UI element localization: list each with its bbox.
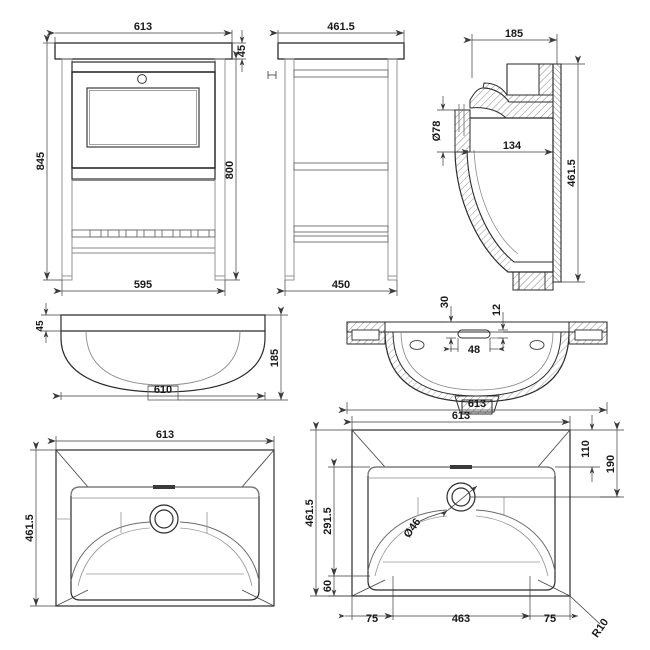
dim-label-r10-plan-right: R10 bbox=[590, 617, 611, 640]
dim-label-d46-plan-right: Ø46 bbox=[402, 516, 424, 540]
dim-label-12-rear: 12 bbox=[491, 304, 503, 316]
dim-30-rear bbox=[446, 306, 456, 352]
dim-label-48-rear: 48 bbox=[468, 344, 480, 356]
dim-label-75-left-plan-right: 75 bbox=[366, 613, 378, 625]
dim-d78-section bbox=[437, 96, 457, 166]
dim-label-134-section: 134 bbox=[503, 140, 522, 152]
dimension-labels: 613 45 845 800 595 461.5 450 185 Ø78 134… bbox=[24, 21, 617, 640]
dim-label-800-front: 800 bbox=[224, 161, 236, 179]
view-basin-section-side bbox=[437, 34, 585, 291]
dim-label-613-rear: 613 bbox=[468, 398, 486, 410]
dim-48-rear bbox=[443, 338, 505, 352]
view-front-elevation bbox=[43, 29, 246, 296]
dim-185-basin bbox=[178, 306, 288, 401]
dim-label-461p5-section: 461.5 bbox=[566, 159, 578, 187]
dim-label-45-front: 45 bbox=[236, 45, 248, 57]
dim-label-d78-section: Ø78 bbox=[431, 121, 443, 142]
view-basin-front-elevation bbox=[41, 303, 288, 401]
dim-d46-leader bbox=[419, 485, 478, 522]
dim-461p5-section bbox=[561, 55, 585, 283]
dim-label-190-plan-right: 190 bbox=[605, 455, 617, 473]
dim-label-75-right-plan-right: 75 bbox=[544, 613, 556, 625]
dim-45-basin bbox=[41, 303, 63, 343]
dim-label-461p5-plan-right: 461.5 bbox=[304, 499, 316, 527]
dim-label-60-plan-right: 60 bbox=[322, 580, 334, 592]
view-basin-plan-left bbox=[30, 436, 275, 607]
dim-label-110-plan-right: 110 bbox=[580, 440, 592, 458]
dim-label-595-front: 595 bbox=[134, 279, 152, 291]
dim-613-front bbox=[46, 29, 233, 45]
dim-label-291p5-plan-right: 291.5 bbox=[322, 507, 334, 535]
dim-label-185-basin: 185 bbox=[269, 349, 281, 367]
view-basin-plan-right bbox=[310, 415, 624, 625]
dim-label-610-basin: 610 bbox=[154, 384, 172, 396]
dim-461p5-plan-left bbox=[30, 441, 58, 607]
dim-450-side bbox=[276, 280, 398, 296]
dim-610-basin bbox=[52, 392, 266, 400]
dim-label-45-basin: 45 bbox=[35, 320, 46, 332]
dim-marker-side-top bbox=[267, 71, 277, 79]
dim-label-613-front: 613 bbox=[134, 21, 152, 33]
view-side-elevation bbox=[267, 29, 405, 296]
dim-291p5-plan-right bbox=[328, 458, 370, 577]
dim-r10-leader bbox=[569, 595, 601, 625]
shelf-slats bbox=[89, 229, 210, 238]
dim-45-front bbox=[232, 30, 246, 72]
tap-hole-right-icon bbox=[529, 340, 545, 350]
dim-613-plan-left bbox=[47, 436, 275, 452]
dim-12-rear bbox=[498, 312, 508, 350]
dim-190-plan-right bbox=[600, 421, 624, 498]
dim-label-450-side: 450 bbox=[332, 279, 350, 291]
dim-label-845-front: 845 bbox=[35, 152, 47, 170]
dim-461p5-side bbox=[269, 29, 405, 45]
dim-label-461p5-plan-left: 461.5 bbox=[24, 514, 36, 542]
dim-595-front bbox=[53, 280, 226, 296]
dim-label-30-rear: 30 bbox=[439, 296, 451, 308]
drawer-knob-icon bbox=[137, 74, 147, 84]
overflow-slot-icon bbox=[457, 329, 491, 339]
dim-label-461p5-side: 461.5 bbox=[327, 21, 355, 33]
waste-outlet-icon bbox=[149, 504, 179, 534]
dim-845-front bbox=[43, 34, 62, 281]
dim-800-front bbox=[225, 50, 240, 281]
dim-110-plan-right bbox=[555, 415, 600, 482]
dim-label-613-plan-left: 613 bbox=[156, 429, 174, 441]
dim-185-section bbox=[463, 34, 558, 78]
dim-label-613-plan-right: 613 bbox=[452, 410, 470, 422]
dim-bottom-chain-plan-right bbox=[338, 576, 579, 620]
tap-hole-left-icon bbox=[409, 340, 425, 350]
dim-613-plan-right bbox=[343, 416, 571, 432]
dim-613-rear bbox=[338, 402, 608, 414]
dim-60-plan-right bbox=[328, 569, 352, 597]
view-basin-rear-section bbox=[338, 306, 608, 415]
dim-label-185-section: 185 bbox=[505, 28, 523, 40]
dim-label-463-plan-right: 463 bbox=[452, 613, 470, 625]
